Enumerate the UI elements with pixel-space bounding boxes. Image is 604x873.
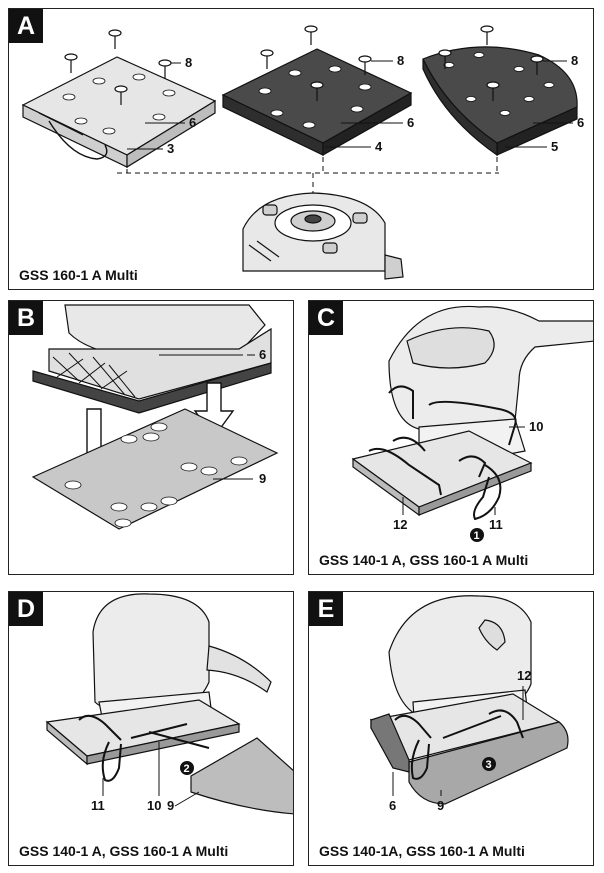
label-6-plate-1: 6 <box>189 115 196 130</box>
abrasive-sheet <box>31 408 279 530</box>
label-9: 9 <box>259 471 266 486</box>
label-11: 11 <box>91 798 105 813</box>
label-9: 9 <box>437 798 444 813</box>
svg-text:3: 3 <box>486 759 492 771</box>
panel-e-tag: E <box>309 592 343 626</box>
label-10: 10 <box>529 419 543 434</box>
step-1-badge: 1 <box>470 528 484 542</box>
step-3-badge: 3 <box>482 757 496 771</box>
label-6: 6 <box>259 347 266 362</box>
label-8-plate-2: 8 <box>397 53 404 68</box>
panel-a-tag: A <box>9 9 43 43</box>
screw-icons-plate-3 <box>438 25 544 101</box>
panel-d-tag: D <box>9 592 43 626</box>
delta-sanding-plate <box>422 46 578 157</box>
panel-d-caption: GSS 140-1 A, GSS 160-1 A Multi <box>19 843 229 859</box>
label-8-plate-1: 8 <box>185 55 192 70</box>
label-8-plate-3: 8 <box>571 53 578 68</box>
panel-d: D 2 11 10 9 GSS 140-1 A, <box>8 591 294 866</box>
label-3: 3 <box>167 141 174 156</box>
dashed-connector-lines <box>117 157 499 205</box>
label-4: 4 <box>375 139 383 154</box>
sanding-base <box>45 699 241 766</box>
sanding-base <box>351 430 533 517</box>
label-11: 11 <box>489 517 503 532</box>
label-5: 5 <box>551 139 558 154</box>
clamp-levers <box>394 709 524 780</box>
sander-with-pad <box>32 304 272 414</box>
sander-body <box>388 305 593 472</box>
label-6-plate-2: 6 <box>407 115 414 130</box>
clamp-levers <box>78 714 210 782</box>
label-6: 6 <box>389 798 396 813</box>
svg-text:1: 1 <box>474 530 480 542</box>
panel-d-illustration: 2 11 10 9 <box>45 593 293 815</box>
screw-icons-plate-2 <box>260 25 372 101</box>
label-10: 10 <box>147 798 161 813</box>
panel-c-caption: GSS 140-1 A, GSS 160-1 A Multi <box>319 552 529 568</box>
screw-icons-plate-1 <box>64 29 172 105</box>
panel-b: B 6 <box>8 300 294 575</box>
label-9: 9 <box>167 798 174 813</box>
panel-a-illustration: 8 6 3 8 6 4 <box>21 25 584 280</box>
svg-text:2: 2 <box>184 763 190 775</box>
panel-c: C 10 12 11 1 GSS 1 <box>308 300 594 575</box>
label-12: 12 <box>393 517 407 532</box>
panel-b-illustration: 6 9 <box>31 304 279 530</box>
panel-e-caption: GSS 140-1A, GSS 160-1 A Multi <box>319 843 525 859</box>
sander-base-bottom-view <box>242 192 404 280</box>
label-12: 12 <box>517 668 531 683</box>
panel-a: A 8 6 3 <box>8 8 594 290</box>
label-6-plate-3: 6 <box>577 115 584 130</box>
clamp-hanging-lever <box>473 464 502 521</box>
abrasive-sheet <box>190 737 293 815</box>
panel-e: E 3 12 6 9 GSS 140-1A, GS <box>308 591 594 866</box>
panel-b-tag: B <box>9 301 43 335</box>
panel-c-tag: C <box>309 301 343 335</box>
panel-a-caption: GSS 160-1 A Multi <box>19 267 138 283</box>
rect-sanding-plate-light <box>21 56 217 169</box>
panel-e-illustration: 3 12 6 9 <box>369 595 569 813</box>
rect-sanding-plate-dark <box>221 48 413 157</box>
clamp-levers <box>368 385 517 496</box>
panel-c-illustration: 10 12 11 1 <box>351 305 593 542</box>
step-2-badge: 2 <box>180 761 194 775</box>
